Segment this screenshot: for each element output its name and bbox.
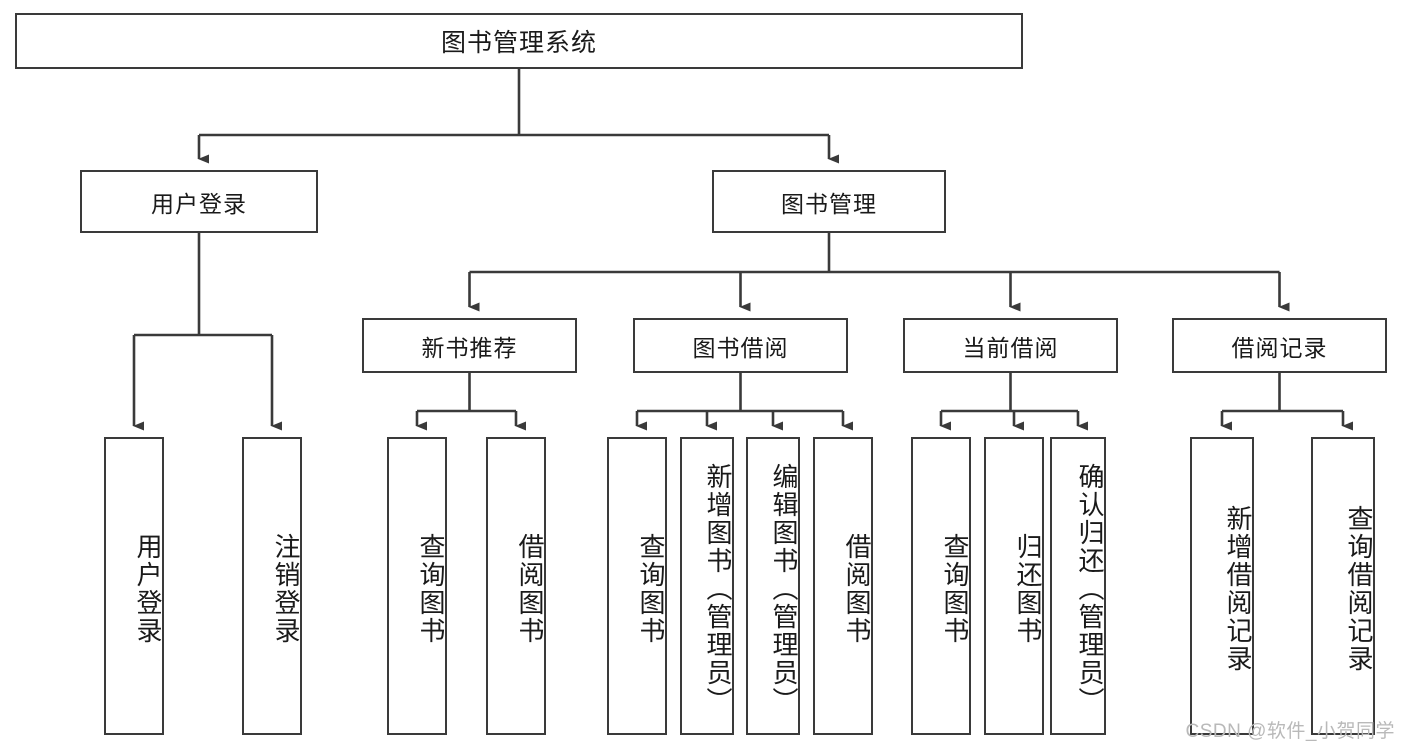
leaf-user-login-label: 用户登录 bbox=[133, 533, 163, 645]
leaf-confirm-return-label: 确认归还（管理员） bbox=[1075, 463, 1105, 715]
node-new-book-recommend[interactable]: 新书推荐 bbox=[362, 318, 577, 373]
leaf-query-book-2-label: 查询图书 bbox=[636, 533, 666, 645]
leaf-add-book-label: 新增图书（管理员） bbox=[703, 463, 733, 715]
leaf-query-book-3-label: 查询图书 bbox=[940, 533, 970, 645]
leaf-query-book-1[interactable]: 查询图书 bbox=[387, 437, 447, 735]
node-root-label: 图书管理系统 bbox=[440, 29, 597, 57]
leaf-return-book[interactable]: 归还图书 bbox=[984, 437, 1044, 735]
node-current-borrow-label: 当前借阅 bbox=[962, 334, 1059, 361]
leaf-borrow-book-2-label: 借阅图书 bbox=[842, 533, 872, 645]
leaf-add-book[interactable]: 新增图书（管理员） bbox=[680, 437, 734, 735]
csdn-watermark: CSDN @软件_小贺同学 bbox=[1185, 721, 1395, 742]
leaf-borrow-book-1-label: 借阅图书 bbox=[515, 533, 545, 645]
leaf-query-record-label: 查询借阅记录 bbox=[1344, 505, 1374, 673]
node-book-manage-label: 图书管理 bbox=[781, 190, 877, 217]
leaf-query-book-1-label: 查询图书 bbox=[416, 533, 446, 645]
node-book-borrow[interactable]: 图书借阅 bbox=[633, 318, 848, 373]
leaf-query-book-3[interactable]: 查询图书 bbox=[911, 437, 971, 735]
leaf-logout-login[interactable]: 注销登录 bbox=[242, 437, 302, 735]
leaf-return-book-label: 归还图书 bbox=[1013, 533, 1043, 645]
node-borrow-record-label: 借阅记录 bbox=[1231, 334, 1328, 361]
node-user-login-label: 用户登录 bbox=[151, 190, 247, 217]
node-borrow-record[interactable]: 借阅记录 bbox=[1172, 318, 1387, 373]
node-current-borrow[interactable]: 当前借阅 bbox=[903, 318, 1118, 373]
leaf-logout-login-label: 注销登录 bbox=[271, 533, 301, 645]
leaf-add-record[interactable]: 新增借阅记录 bbox=[1190, 437, 1254, 735]
node-book-borrow-label: 图书借阅 bbox=[692, 334, 789, 361]
leaf-edit-book[interactable]: 编辑图书（管理员） bbox=[746, 437, 800, 735]
leaf-borrow-book-1[interactable]: 借阅图书 bbox=[486, 437, 546, 735]
leaf-add-record-label: 新增借阅记录 bbox=[1223, 505, 1253, 673]
leaf-query-book-2[interactable]: 查询图书 bbox=[607, 437, 667, 735]
leaf-query-record[interactable]: 查询借阅记录 bbox=[1311, 437, 1375, 735]
leaf-edit-book-label: 编辑图书（管理员） bbox=[769, 463, 799, 715]
node-root[interactable]: 图书管理系统 bbox=[15, 13, 1023, 69]
leaf-borrow-book-2[interactable]: 借阅图书 bbox=[813, 437, 873, 735]
leaf-confirm-return[interactable]: 确认归还（管理员） bbox=[1050, 437, 1106, 735]
leaf-user-login[interactable]: 用户登录 bbox=[104, 437, 164, 735]
node-book-manage[interactable]: 图书管理 bbox=[712, 170, 946, 233]
node-new-book-recommend-label: 新书推荐 bbox=[421, 334, 518, 361]
node-user-login[interactable]: 用户登录 bbox=[80, 170, 318, 233]
